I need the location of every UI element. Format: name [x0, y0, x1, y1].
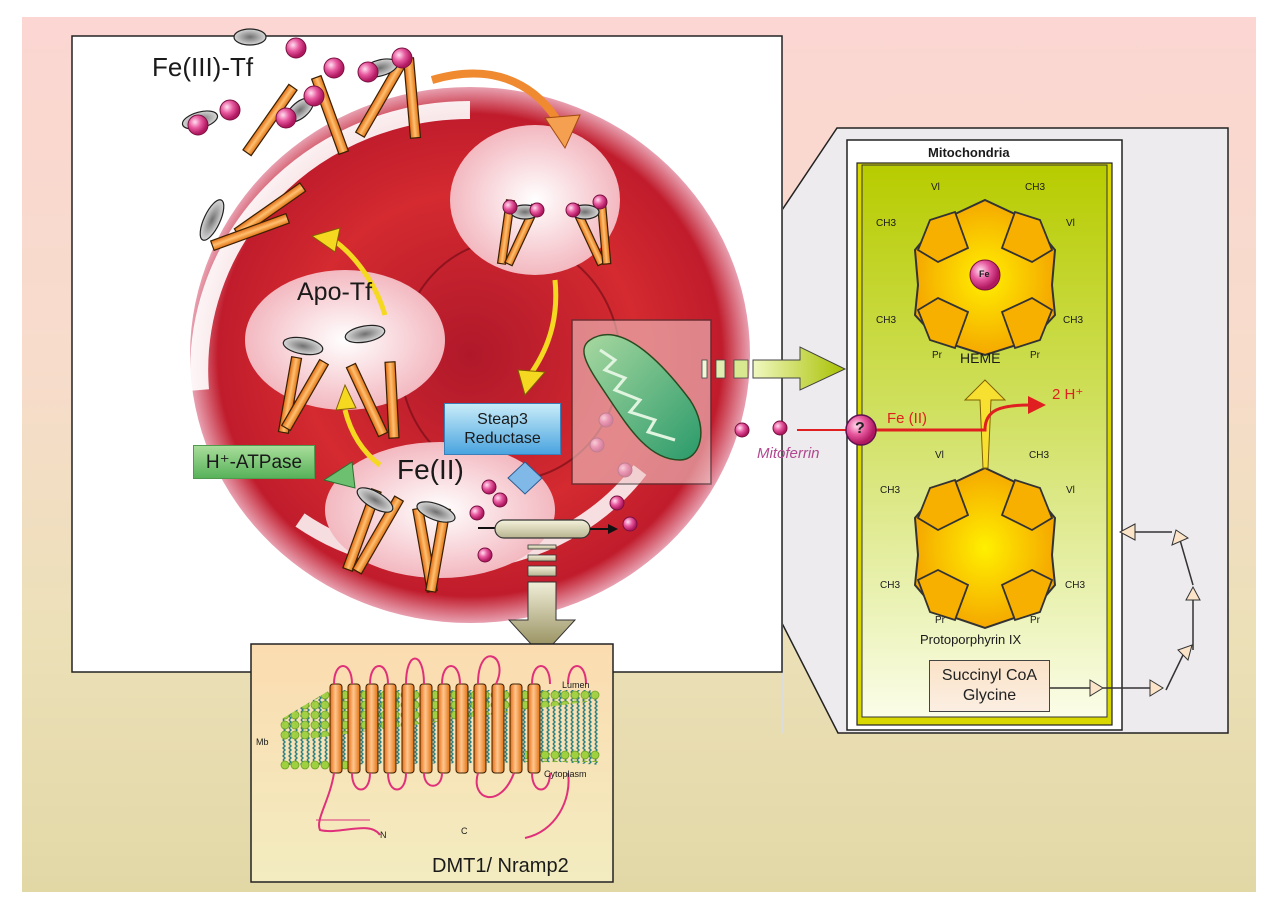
transmembrane-helix	[527, 683, 541, 774]
recycle-arrowhead	[310, 227, 341, 253]
transmembrane-helix	[455, 683, 469, 774]
endosome-top	[450, 125, 620, 275]
heme-sub-right-upper: Vl	[1066, 218, 1075, 229]
pathway-arrows	[1049, 523, 1201, 697]
transmembrane-helix	[401, 683, 415, 774]
precursor-line2: Glycine	[962, 687, 1017, 704]
h-atpase-tag: H⁺-ATPase	[193, 445, 315, 479]
unknown-transporter-icon[interactable]	[845, 414, 877, 446]
dmt1-loops	[318, 655, 587, 839]
acidify-arrow	[342, 409, 382, 467]
heme-sub-top-left: Vl	[931, 182, 940, 193]
reductase-icon	[507, 461, 543, 495]
transmembrane-helix	[419, 683, 433, 774]
dissociate-arrow	[527, 279, 559, 377]
steap3-label-line1: Steap3	[477, 411, 528, 428]
label-apo-tf: Apo-Tf	[297, 278, 373, 306]
precursor-line1: Succinyl CoA	[941, 667, 1038, 684]
heme-iron	[969, 259, 1001, 291]
dmt1-lumen-label: Lumen	[562, 680, 590, 690]
protoporphyrin-label: Protoporphyrin IX	[920, 632, 1022, 647]
heme-sub-left-lower: CH3	[876, 315, 897, 326]
label-mitoferrin: Mitoferrin	[757, 445, 820, 462]
endocytosis-arrow	[430, 69, 564, 128]
ppix-sub-left-lower: CH3	[880, 580, 901, 591]
heme-sub-right-lower: CH3	[1063, 315, 1084, 326]
released-protons-label: 2 H⁺	[1052, 386, 1084, 403]
precursor-box: Succinyl CoA Glycine	[929, 660, 1050, 712]
transmembrane-helix	[509, 683, 523, 774]
transmembrane-helix	[347, 683, 361, 774]
heme-sub-left-upper: CH3	[876, 218, 897, 229]
ppix-sub-top-right: CH3	[1029, 450, 1050, 461]
protoporphyrin-molecule	[913, 466, 1057, 630]
ppix-sub-top-left: Vl	[935, 450, 944, 461]
acidify-arrowhead	[335, 383, 357, 411]
ppix-sub-bottom-right: Pr	[1030, 615, 1040, 626]
heme-label: HEME	[960, 350, 1001, 366]
heme-sub-top-right: CH3	[1025, 182, 1046, 193]
fe2-flow-line	[874, 403, 1031, 432]
heme-sub-bottom-right: Pr	[1030, 350, 1040, 361]
transmembrane-helix	[437, 683, 451, 774]
transmembrane-helix	[383, 683, 397, 774]
heme-sub-bottom-left: Pr	[932, 350, 942, 361]
heme-molecule	[913, 198, 1057, 357]
heme-fe-label: Fe	[979, 269, 990, 279]
dmt1-n-terminus: N	[380, 830, 387, 840]
fe2-flow-label: Fe (II)	[887, 410, 927, 427]
transmembrane-helix	[473, 683, 487, 774]
mitochondria-title: Mitochondria	[928, 145, 1010, 160]
label-fe3-tf: Fe(III)-Tf	[152, 52, 254, 82]
dmt1-helices	[329, 683, 541, 774]
dmt1-membrane-label: Mb	[256, 737, 269, 747]
dmt1-channel	[478, 519, 618, 657]
ppix-sub-right-lower: CH3	[1065, 580, 1086, 591]
steap3-label-line2: Reductase	[464, 430, 541, 447]
dissociate-arrowhead	[517, 369, 547, 397]
h-atpase-label: H⁺-ATPase	[205, 451, 303, 473]
transmembrane-helix	[329, 683, 343, 774]
ppix-sub-right-upper: Vl	[1066, 485, 1075, 496]
proton-pump-icon	[322, 461, 356, 489]
label-unknown-transporter: ?	[855, 420, 865, 437]
dmt1-zoom-arrow	[507, 581, 577, 657]
dmt1-cytoplasm-label: Cytoplasm	[544, 769, 587, 779]
fe2-flow-arrowhead	[1028, 396, 1046, 414]
endocytosis-arrowhead	[544, 114, 581, 150]
zoom-arrow-mitochondria	[701, 346, 847, 391]
transferrin-receptors	[209, 57, 612, 593]
ppix-sub-bottom-left: Pr	[935, 615, 945, 626]
transmembrane-helix	[365, 683, 379, 774]
steap3-reductase-tag: Steap3 Reductase	[444, 403, 561, 455]
mitochondrion	[583, 333, 702, 461]
ppix-sub-left-upper: CH3	[880, 485, 901, 496]
label-fe2: Fe(II)	[397, 454, 464, 485]
dmt1-title: DMT1/ Nramp2	[432, 855, 569, 877]
transmembrane-helix	[491, 683, 505, 774]
dmt1-c-terminus: C	[461, 826, 468, 836]
